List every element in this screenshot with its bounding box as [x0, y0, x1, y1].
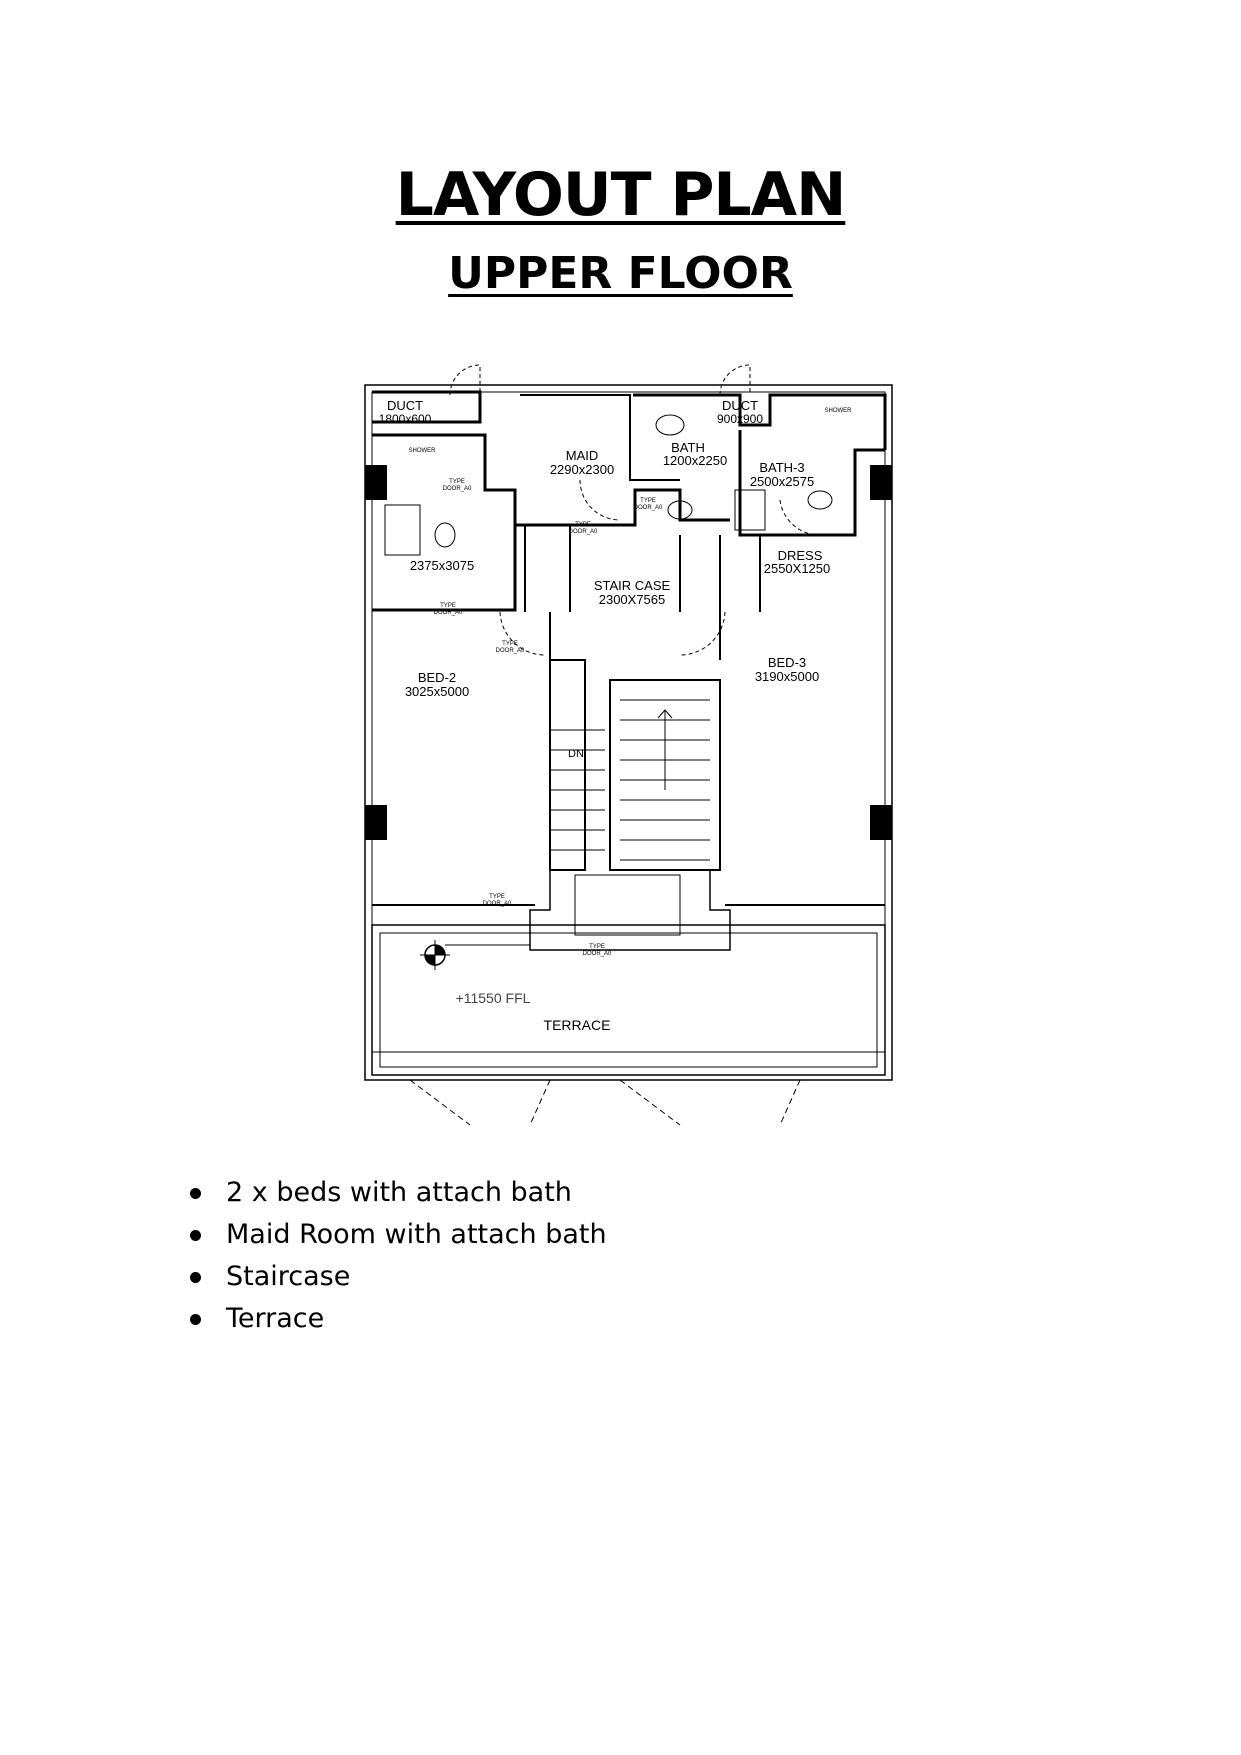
label-bed-2-size: 3025x5000	[405, 684, 469, 699]
column	[365, 465, 387, 500]
label-bed-2: BED-2	[418, 670, 456, 685]
page-title: LAYOUT PLAN	[395, 160, 847, 230]
floor-plan-drawing: DUCT 1800x600 DUCT 900x900 MAID 2290x230…	[364, 364, 893, 1126]
level-marker-text: +11550 FFL	[456, 990, 531, 1006]
label-bed-3-size: 3190x5000	[755, 669, 819, 684]
label-duct-2-size: 900x900	[717, 412, 763, 426]
door-tag-top: TYPE	[502, 641, 518, 647]
shower-label-2: SHOWER	[825, 408, 853, 414]
column	[870, 805, 892, 840]
page-subtitle: UPPER FLOOR	[448, 248, 793, 299]
label-bath-3: BATH-3	[759, 460, 804, 475]
list-item: Staircase	[190, 1256, 607, 1298]
label-duct-2: DUCT	[722, 398, 758, 413]
terrace-outline	[371, 924, 886, 1076]
door-tag-top: TYPE	[589, 944, 605, 950]
door-tag-top: TYPE	[575, 522, 591, 528]
feature-list: 2 x beds with attach bath Maid Room with…	[190, 1172, 607, 1340]
door-tag-bottom: DOOR_A0	[483, 901, 512, 907]
list-item: Terrace	[190, 1298, 607, 1340]
label-duct-1-size: 1800x600	[379, 412, 432, 426]
door-tag-bottom: DOOR_A0	[569, 529, 598, 535]
label-staircase-size: 2300X7565	[599, 592, 666, 607]
label-maid-size: 2290x2300	[550, 462, 614, 477]
shower-label: SHOWER	[409, 448, 437, 454]
label-dress-size: 2550X1250	[764, 561, 831, 576]
column	[870, 465, 892, 500]
list-item: 2 x beds with attach bath	[190, 1172, 607, 1214]
door-tag-bottom: DOOR_A0	[434, 610, 463, 616]
door-tag-bottom: DOOR_A0	[443, 486, 472, 492]
outer-boundary	[364, 384, 893, 1081]
label-duct-1: DUCT	[387, 398, 423, 413]
label-dress: DRESS	[778, 548, 823, 563]
column	[365, 805, 387, 840]
door-tag-top: TYPE	[640, 498, 656, 504]
label-bath-size: 1200x2250	[663, 453, 727, 468]
door-tag-top: TYPE	[440, 603, 456, 609]
door-tag-top: TYPE	[449, 479, 465, 485]
label-staircase: STAIR CASE	[594, 578, 671, 593]
label-terrace: TERRACE	[544, 1017, 611, 1033]
door-tag-bottom: DOOR_A0	[634, 505, 663, 511]
door-tag-bottom: DOOR_A0	[496, 648, 525, 654]
label-bath-3-size: 2500x2575	[750, 474, 814, 489]
label-bath-2-size: 2375x3075	[410, 558, 474, 573]
list-item: Maid Room with attach bath	[190, 1214, 607, 1256]
label-bath: BATH	[671, 440, 705, 455]
stair-direction-label: DN	[568, 748, 584, 760]
label-bed-3: BED-3	[768, 655, 806, 670]
door-tag-bottom: DOOR_A0	[583, 951, 612, 957]
door-tag-top: TYPE	[489, 894, 505, 900]
label-maid: MAID	[566, 448, 599, 463]
